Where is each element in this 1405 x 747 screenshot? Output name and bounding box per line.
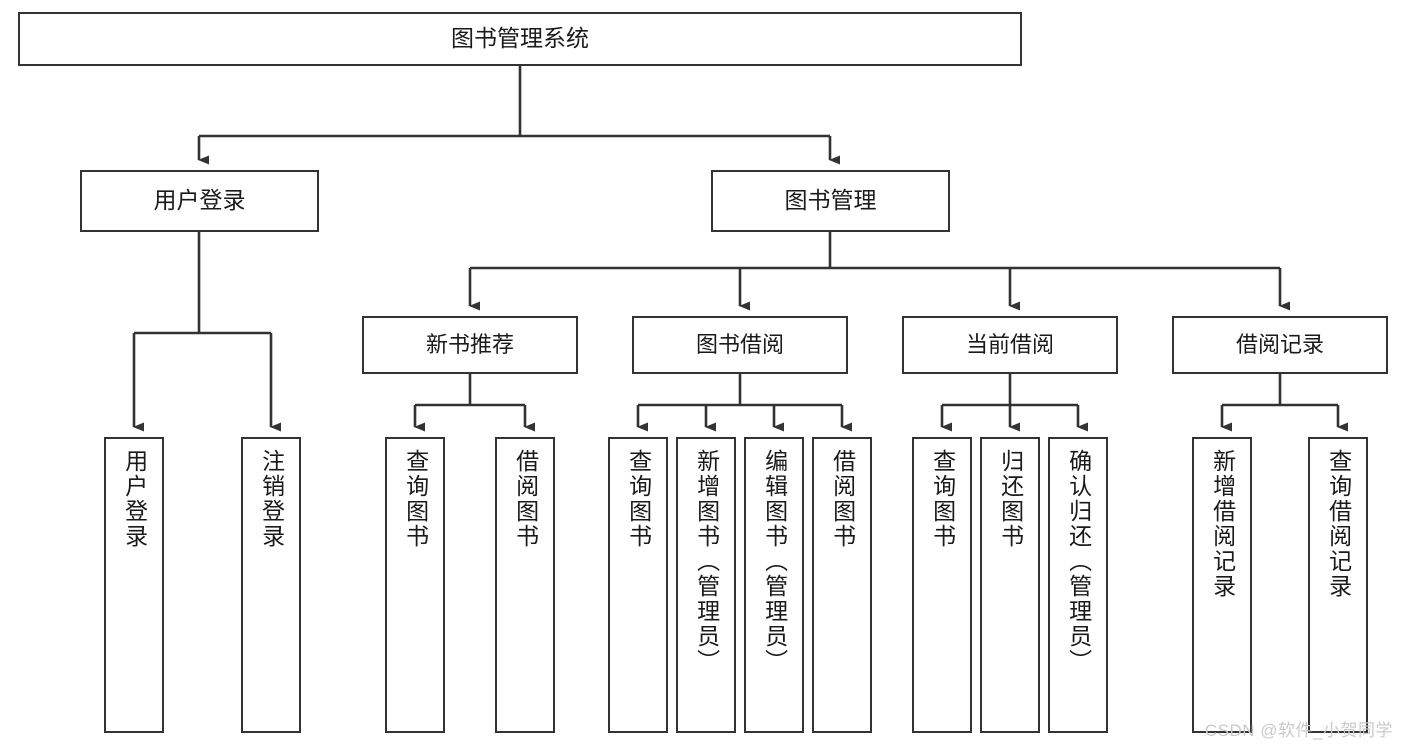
node-root-label: 图书管理系统 — [451, 25, 589, 52]
node-leaf-query-book-1[interactable]: 查询图书 — [385, 437, 445, 733]
node-leaf-query-record-label: 查询借阅记录 — [1325, 449, 1352, 599]
node-leaf-edit-book[interactable]: 编辑图书（管理员） — [744, 437, 804, 733]
node-leaf-query-book-3[interactable]: 查询图书 — [912, 437, 972, 733]
node-leaf-borrow-book-1-label: 借阅图书 — [512, 449, 539, 549]
node-current-borrow[interactable]: 当前借阅 — [902, 316, 1118, 374]
node-leaf-query-book-2[interactable]: 查询图书 — [608, 437, 668, 733]
node-leaf-return-book[interactable]: 归还图书 — [980, 437, 1040, 733]
node-leaf-add-book[interactable]: 新增图书（管理员） — [676, 437, 736, 733]
node-current-borrow-label: 当前借阅 — [965, 332, 1054, 358]
csdn-watermark: CSDN @软件_小贺同学 — [1204, 721, 1393, 740]
node-user-login[interactable]: 用户登录 — [80, 170, 319, 232]
node-book-borrow-label: 图书借阅 — [695, 332, 784, 358]
node-leaf-user-login-label: 用户登录 — [121, 449, 148, 549]
node-book-borrow[interactable]: 图书借阅 — [632, 316, 848, 374]
node-leaf-edit-book-label: 编辑图书（管理员） — [761, 449, 788, 674]
node-borrow-record[interactable]: 借阅记录 — [1172, 316, 1388, 374]
node-book-manage[interactable]: 图书管理 — [711, 170, 950, 232]
node-leaf-logout-login[interactable]: 注销登录 — [241, 437, 301, 733]
node-leaf-user-login[interactable]: 用户登录 — [104, 437, 164, 733]
node-leaf-confirm-return[interactable]: 确认归还（管理员） — [1048, 437, 1108, 733]
node-leaf-query-book-1-label: 查询图书 — [402, 449, 429, 549]
node-leaf-confirm-return-label: 确认归还（管理员） — [1065, 449, 1092, 674]
node-leaf-return-book-label: 归还图书 — [997, 449, 1024, 549]
node-leaf-borrow-book-2[interactable]: 借阅图书 — [812, 437, 872, 733]
node-leaf-add-record[interactable]: 新增借阅记录 — [1192, 437, 1252, 733]
node-leaf-borrow-book-1[interactable]: 借阅图书 — [495, 437, 555, 733]
node-leaf-borrow-book-2-label: 借阅图书 — [829, 449, 856, 549]
node-leaf-add-record-label: 新增借阅记录 — [1209, 449, 1236, 599]
node-borrow-record-label: 借阅记录 — [1235, 332, 1324, 358]
node-leaf-query-book-2-label: 查询图书 — [625, 449, 652, 549]
node-leaf-logout-login-label: 注销登录 — [258, 449, 285, 549]
node-new-book-recommend[interactable]: 新书推荐 — [362, 316, 578, 374]
node-leaf-query-record[interactable]: 查询借阅记录 — [1308, 437, 1368, 733]
node-root[interactable]: 图书管理系统 — [18, 12, 1022, 66]
node-book-manage-label: 图书管理 — [784, 187, 877, 214]
node-user-login-label: 用户登录 — [153, 187, 246, 214]
node-new-book-recommend-label: 新书推荐 — [425, 332, 514, 358]
node-leaf-add-book-label: 新增图书（管理员） — [693, 449, 720, 674]
node-leaf-query-book-3-label: 查询图书 — [929, 449, 956, 549]
